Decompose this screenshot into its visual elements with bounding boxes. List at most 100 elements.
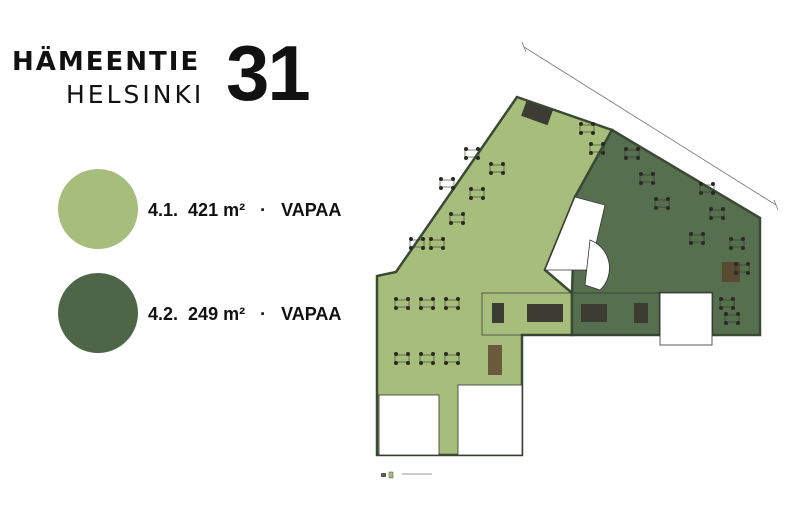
chair — [501, 171, 505, 175]
chair — [746, 262, 750, 266]
desk — [429, 239, 445, 248]
chair — [451, 177, 455, 181]
stair-core-east — [659, 292, 713, 346]
chair — [741, 237, 745, 241]
chair — [736, 321, 740, 325]
chair — [654, 206, 658, 210]
spiral-stair — [584, 239, 610, 291]
desk — [419, 299, 435, 308]
chair — [701, 241, 705, 245]
legend-mark — [381, 473, 386, 477]
legend-item-4-1: 4.1. 421 m² · VAPAA — [148, 200, 342, 220]
chair — [421, 246, 425, 250]
chair — [461, 221, 465, 225]
chair — [746, 271, 750, 275]
chair — [651, 181, 655, 185]
chair — [476, 147, 480, 151]
dimension-tick — [773, 199, 779, 211]
desk — [729, 239, 745, 248]
desk — [724, 314, 740, 323]
chair — [429, 237, 433, 241]
chair — [449, 212, 453, 216]
chair — [589, 151, 593, 155]
desk — [709, 209, 725, 218]
chair — [699, 191, 703, 195]
desk — [489, 164, 505, 173]
chair — [394, 306, 398, 310]
chair — [724, 312, 728, 316]
meeting-table — [634, 303, 648, 323]
chair — [589, 142, 593, 146]
chair — [601, 151, 605, 155]
legend-area: 249 m² — [188, 304, 246, 324]
desk — [444, 299, 460, 308]
desk — [734, 264, 750, 273]
dimension-line — [523, 46, 777, 206]
chair — [469, 187, 473, 191]
chair — [409, 246, 413, 250]
meeting-table — [722, 262, 740, 282]
chair — [456, 352, 460, 356]
desk — [409, 239, 425, 248]
legend-swatch-4-2 — [58, 273, 138, 353]
furniture — [488, 100, 740, 375]
chair — [591, 131, 595, 135]
desk — [444, 354, 460, 363]
chair — [449, 221, 453, 225]
meeting-rooms — [481, 292, 661, 336]
chair — [639, 172, 643, 176]
chair — [736, 312, 740, 316]
chair — [444, 297, 448, 301]
desk — [394, 299, 410, 308]
legend-mark — [388, 471, 394, 479]
chair — [639, 181, 643, 185]
chair — [721, 216, 725, 220]
legend-id: 4.1. — [148, 200, 179, 220]
chair — [481, 187, 485, 191]
stair-core-south — [457, 384, 523, 456]
chair — [456, 306, 460, 310]
meeting-table — [488, 345, 502, 375]
chair — [731, 306, 735, 310]
chair — [464, 147, 468, 151]
legend-item-4-2: 4.2. 249 m² · VAPAA — [148, 304, 342, 324]
desk-clusters — [394, 122, 750, 365]
service-room — [378, 394, 440, 456]
chair — [624, 156, 628, 160]
meeting-table — [521, 100, 553, 126]
chair — [729, 246, 733, 250]
chair — [429, 246, 433, 250]
desk — [439, 179, 455, 188]
chair — [419, 306, 423, 310]
desk — [394, 354, 410, 363]
chair — [729, 237, 733, 241]
chair — [666, 197, 670, 201]
desk — [699, 184, 715, 193]
desk — [469, 189, 485, 198]
chair — [719, 297, 723, 301]
chair — [591, 122, 595, 126]
chair — [721, 207, 725, 211]
logo-street-name: HÄMEENTIE — [12, 47, 201, 77]
chair — [689, 232, 693, 236]
chair — [711, 182, 715, 186]
chair — [409, 237, 413, 241]
chair — [464, 156, 468, 160]
chair — [394, 352, 398, 356]
desk — [624, 149, 640, 158]
desk — [449, 214, 465, 223]
chair — [651, 172, 655, 176]
chair — [666, 206, 670, 210]
chair — [689, 241, 693, 245]
chair — [719, 306, 723, 310]
chair — [431, 297, 435, 301]
legend-status: VAPAA — [281, 304, 342, 324]
chair — [406, 297, 410, 301]
chair — [636, 147, 640, 151]
meeting-table — [492, 303, 504, 323]
desk — [464, 149, 480, 158]
legend-swatch-4-1 — [58, 169, 138, 249]
chair — [501, 162, 505, 166]
logo-city: HELSINKI — [66, 80, 205, 109]
